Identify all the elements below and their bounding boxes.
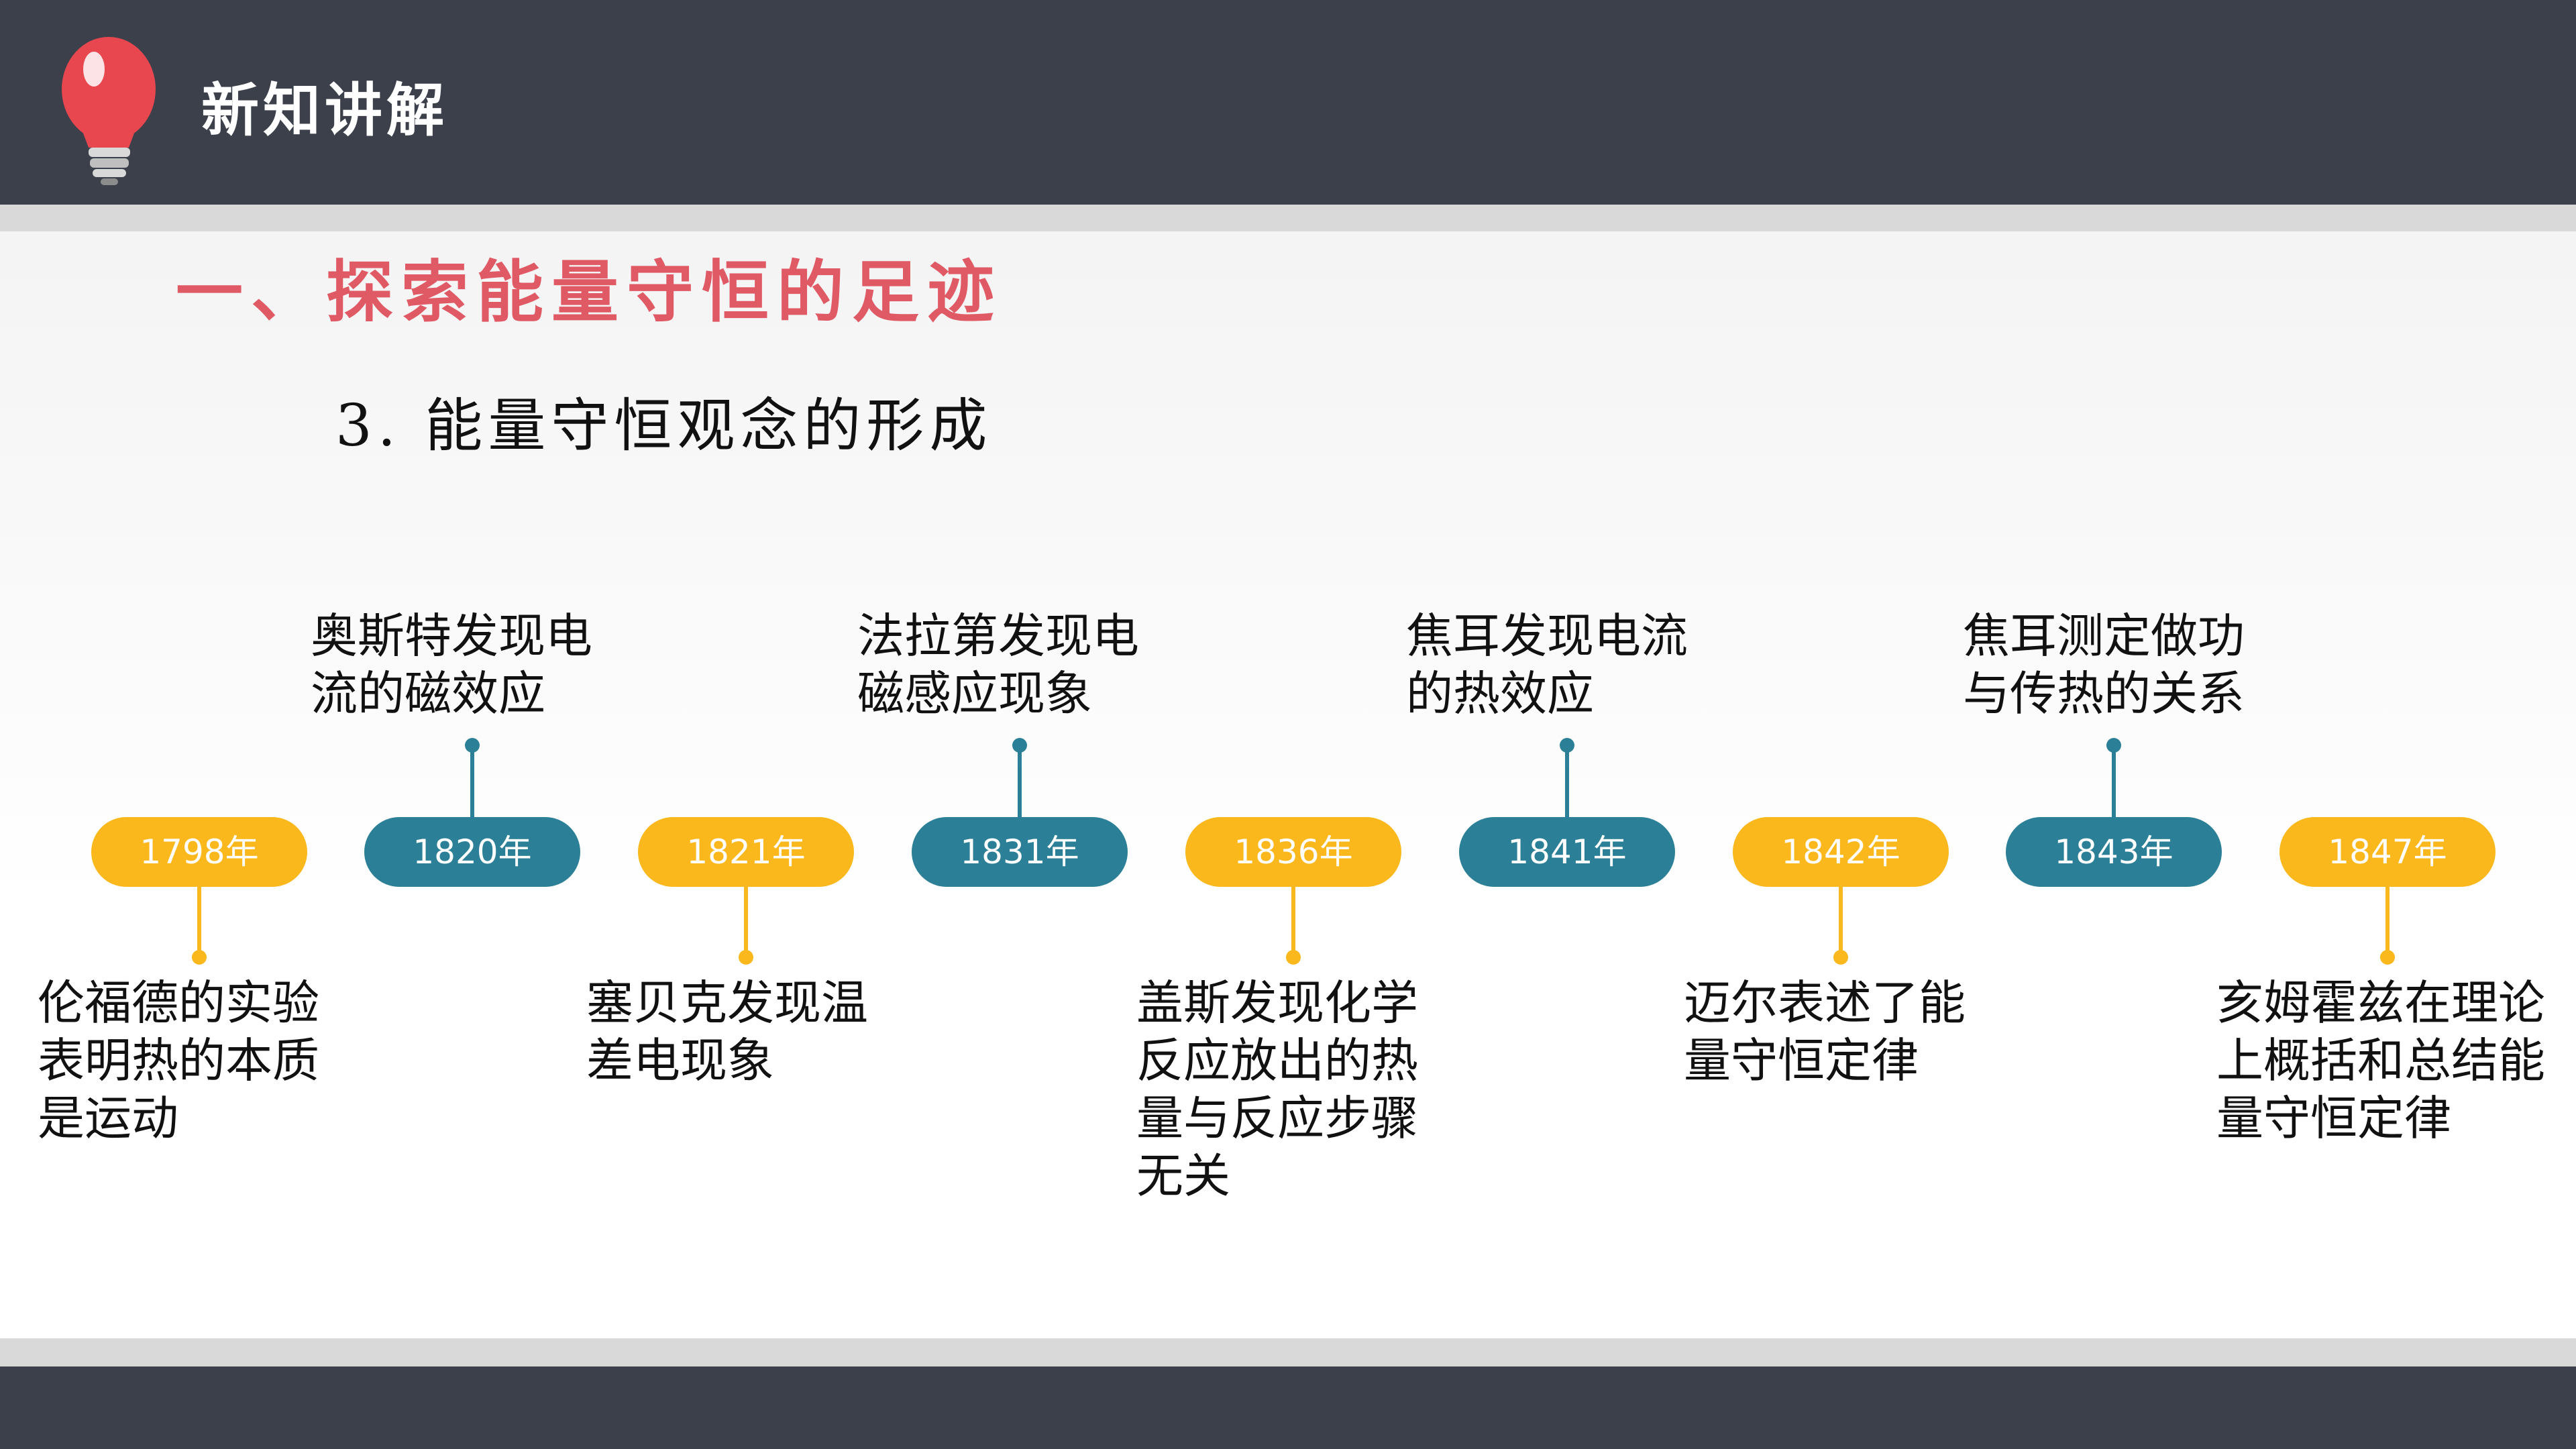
year-pill: 1831年 — [912, 817, 1128, 887]
connector — [1839, 887, 1843, 954]
connector — [1291, 887, 1295, 954]
year-pill: 1836年 — [1185, 817, 1401, 887]
event-text: 迈尔表述了能 量守恒定律 — [1684, 975, 1966, 1088]
event-text: 焦耳测定做功 与传热的关系 — [1963, 608, 2245, 721]
year-pill: 1843年 — [2006, 817, 2222, 887]
event-text: 盖斯发现化学 反应放出的热 量与反应步骤 无关 — [1136, 975, 1418, 1203]
event-text: 塞贝克发现温 差电现象 — [586, 975, 868, 1088]
year-pill: 1821年 — [638, 817, 854, 887]
connector-dot — [1560, 738, 1574, 753]
connector — [1565, 750, 1569, 817]
connector — [470, 750, 474, 817]
section-title: 一、探索能量守恒的足迹 — [176, 252, 1002, 331]
footer-divider — [0, 1338, 2576, 1366]
year-pill: 1798年 — [91, 817, 307, 887]
connector-dot — [739, 950, 753, 965]
connector-dot — [2106, 738, 2121, 753]
year-pill: 1847年 — [2279, 817, 2496, 887]
year-pill: 1820年 — [364, 817, 580, 887]
connector — [197, 887, 201, 954]
year-pill: 1841年 — [1459, 817, 1675, 887]
header-title: 新知讲解 — [201, 76, 448, 144]
event-text: 奥斯特发现电 流的磁效应 — [311, 608, 592, 721]
content-area — [0, 231, 2576, 1338]
connector-dot — [1286, 950, 1301, 965]
year-pill: 1842年 — [1733, 817, 1949, 887]
connector — [2112, 750, 2116, 817]
connector — [2385, 887, 2390, 954]
connector-dot — [192, 950, 207, 965]
event-text: 法拉第发现电 磁感应现象 — [857, 608, 1139, 721]
connector-dot — [465, 738, 480, 753]
event-text: 伦福德的实验 表明热的本质 是运动 — [38, 975, 319, 1146]
connector — [744, 887, 748, 954]
event-text: 亥姆霍兹在理论 上概括和总结能 量守恒定律 — [2216, 975, 2545, 1146]
subtitle: 3. 能量守恒观念的形成 — [335, 392, 993, 460]
connector-dot — [1012, 738, 1027, 753]
footer-bar — [0, 1366, 2576, 1449]
lightbulb-icon — [62, 37, 156, 185]
connector-dot — [1833, 950, 1848, 965]
header-bar — [0, 0, 2576, 205]
connector-dot — [2380, 950, 2395, 965]
connector — [1018, 750, 1022, 817]
event-text: 焦耳发现电流 的热效应 — [1406, 608, 1688, 721]
header-divider — [0, 205, 2576, 231]
